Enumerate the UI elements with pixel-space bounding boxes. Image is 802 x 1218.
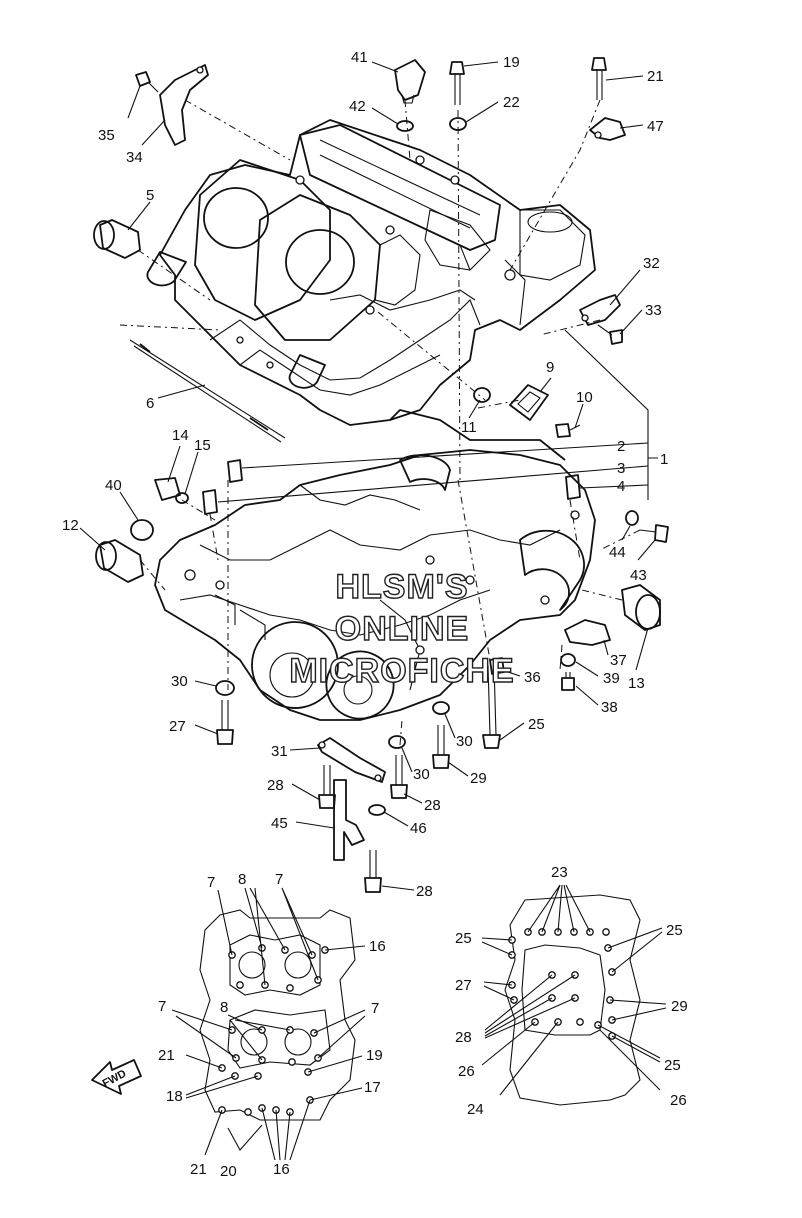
callout-9: 9	[546, 359, 554, 376]
callout-3: 3	[617, 460, 625, 477]
callout-38: 38	[601, 699, 618, 716]
callout-27-b: 27	[455, 977, 472, 994]
callout-25-c: 25	[666, 922, 683, 939]
callout-25-a: 25	[528, 716, 545, 733]
alignment-centerlines	[119, 99, 641, 746]
callout-21: 21	[647, 68, 664, 85]
callout-7-d: 7	[371, 1000, 379, 1017]
callout-42: 42	[349, 98, 366, 115]
callout-22: 22	[503, 94, 520, 111]
callout-numbers: 41 19 21 42 22 47 35 34 5 32 33 6 9 10 1…	[62, 49, 688, 1180]
watermark: HLSM'S ONLINE MICROFICHE	[289, 567, 515, 690]
bracket-leaders	[217, 329, 658, 503]
callout-7-a: 7	[207, 874, 215, 891]
callout-7-b: 7	[275, 871, 283, 888]
callout-1: 1	[660, 451, 668, 468]
callout-27-a: 27	[169, 718, 186, 735]
callout-25-d: 25	[664, 1057, 681, 1074]
watermark-line-3: MICROFICHE	[289, 652, 514, 690]
callout-34: 34	[126, 149, 143, 166]
callout-20: 20	[220, 1163, 237, 1180]
callout-30-a: 30	[171, 673, 188, 690]
callout-10: 10	[576, 389, 593, 406]
callout-25-b: 25	[455, 930, 472, 947]
callout-8-a: 8	[238, 871, 246, 888]
callout-26-b: 26	[670, 1092, 687, 1109]
callout-39: 39	[603, 670, 620, 687]
callout-30-c: 30	[413, 766, 430, 783]
callout-28-c: 28	[416, 883, 433, 900]
watermark-line-2: ONLINE	[335, 610, 469, 648]
callout-46: 46	[410, 820, 427, 837]
callout-18: 18	[166, 1088, 183, 1105]
callout-41: 41	[351, 49, 368, 66]
callout-19: 19	[503, 54, 520, 71]
callout-37: 37	[610, 652, 627, 669]
callout-14: 14	[172, 427, 189, 444]
upper-case-bolt-diagram	[171, 887, 366, 1161]
callout-28-a: 28	[267, 777, 284, 794]
callout-32: 32	[643, 255, 660, 272]
callout-5: 5	[146, 187, 154, 204]
callout-11: 11	[461, 419, 477, 436]
callout-16-a: 16	[369, 938, 386, 955]
callout-29-a: 29	[470, 770, 487, 787]
watermark-line-1: HLSM'S	[335, 568, 468, 606]
callout-21-c: 21	[190, 1161, 207, 1178]
upper-crankcase	[146, 119, 596, 426]
callout-30-b: 30	[456, 733, 473, 750]
callout-23: 23	[551, 864, 568, 881]
callout-19-b: 19	[366, 1047, 383, 1064]
callout-47: 47	[647, 118, 664, 135]
callout-13: 13	[628, 675, 645, 692]
callout-31: 31	[271, 743, 288, 760]
callout-21-b: 21	[158, 1047, 175, 1064]
callout-6: 6	[146, 395, 154, 412]
callout-28-b: 28	[424, 797, 441, 814]
callout-26-a: 26	[458, 1063, 475, 1080]
fasteners-and-small-parts	[91, 57, 669, 1095]
callout-40: 40	[105, 477, 122, 494]
callout-8-b: 8	[220, 999, 228, 1016]
callout-16-b: 16	[273, 1161, 290, 1178]
callout-4: 4	[617, 478, 625, 495]
fwd-arrow-label: FWD	[101, 1068, 129, 1090]
callout-35: 35	[98, 127, 115, 144]
callout-36: 36	[524, 669, 541, 686]
callout-12: 12	[62, 517, 79, 534]
callout-28-d: 28	[455, 1029, 472, 1046]
callout-45: 45	[271, 815, 288, 832]
callout-43: 43	[630, 567, 647, 584]
callout-7-c: 7	[158, 998, 166, 1015]
callout-24: 24	[467, 1101, 484, 1118]
callout-17: 17	[364, 1079, 381, 1096]
callout-33: 33	[645, 302, 662, 319]
lower-crankcase	[154, 409, 596, 721]
callout-2: 2	[617, 438, 625, 455]
callout-leaders	[79, 61, 656, 891]
lower-case-bolt-diagram	[481, 884, 667, 1106]
callout-15: 15	[194, 437, 211, 454]
callout-29-b: 29	[671, 998, 688, 1015]
callout-44: 44	[609, 544, 626, 561]
